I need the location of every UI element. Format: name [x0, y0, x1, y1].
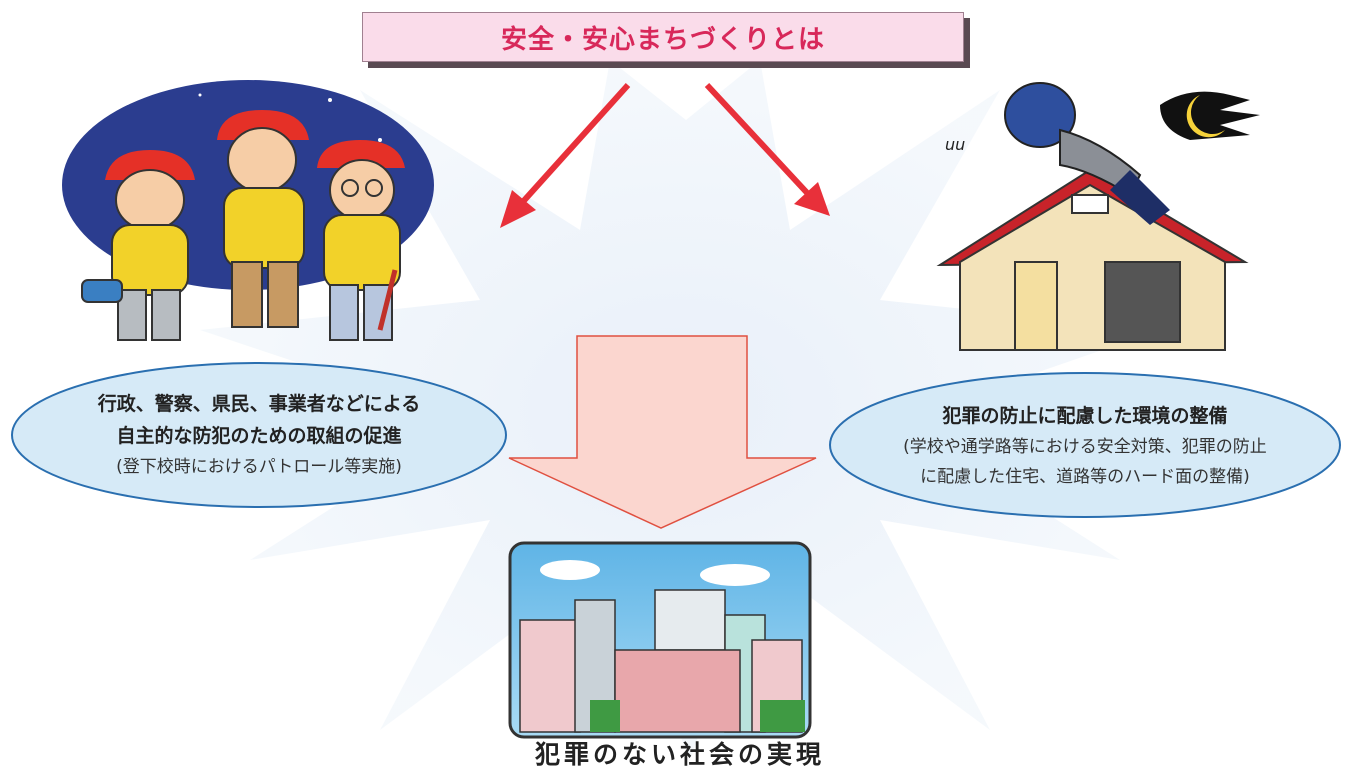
left-bubble-shape: [11, 362, 507, 508]
down-arrow: [508, 335, 817, 529]
title-box: 安全・安心まちづくりとは: [362, 12, 964, 62]
right-bubble-line1: 犯罪の防止に配慮した環境の整備: [942, 405, 1228, 427]
left-red-arrow: [500, 82, 631, 228]
left-bubble: 行政、警察、県民、事業者などによる 自主的な防犯のための取組の促進 (登下校時に…: [14, 365, 504, 505]
svg-text:uu: uu: [945, 135, 965, 154]
left-bubble-line2: 自主的な防犯のための取組の促進: [116, 425, 402, 447]
city-buildings-illustration: [508, 541, 812, 739]
right-bubble-line2: (学校や通学路等における安全対策、犯罪の防止: [903, 437, 1267, 457]
left-bubble-line3: (登下校時におけるパトロール等実施): [116, 457, 402, 477]
right-bubble-line3: に配慮した住宅、道路等のハード面の整備): [920, 467, 1250, 487]
title-text: 安全・安心まちづくりとは: [500, 24, 825, 55]
right-bubble: 犯罪の防止に配慮した環境の整備 (学校や通学路等における安全対策、犯罪の防止 に…: [830, 376, 1340, 516]
right-red-arrow: [704, 82, 830, 216]
left-bubble-line1: 行政、警察、県民、事業者などによる: [97, 393, 421, 415]
right-bubble-shape: [829, 372, 1341, 518]
result-label: 犯罪のない社会の実現: [534, 740, 825, 769]
burglar-on-house-illustration: uu: [936, 82, 1260, 351]
patrol-people-illustration: [62, 80, 434, 341]
